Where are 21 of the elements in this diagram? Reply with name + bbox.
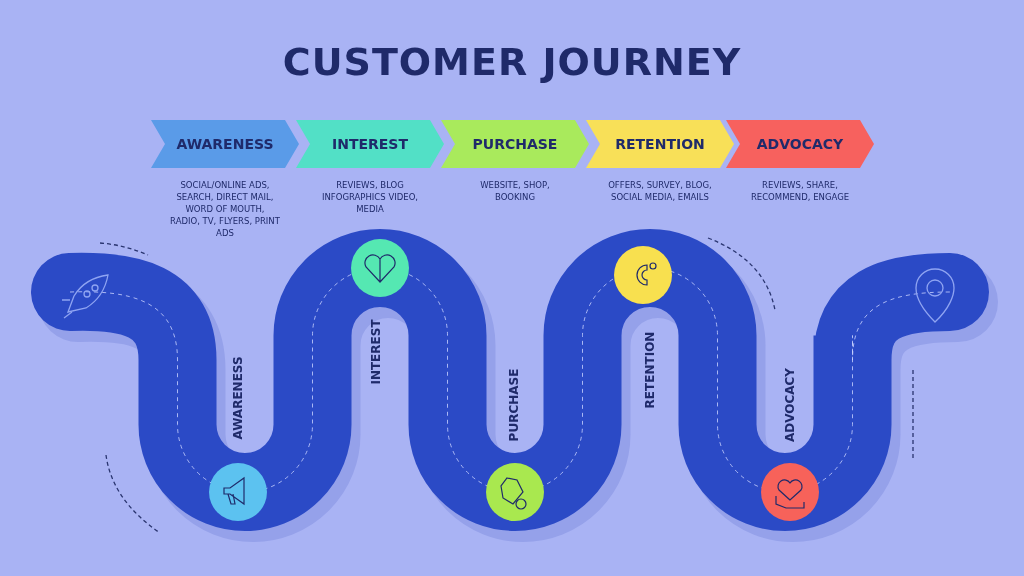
stage-description: WEBSITE, SHOP, BOOKING: [479, 179, 551, 203]
stage-banner: [296, 120, 444, 168]
stage-road-label: RETENTION: [643, 331, 657, 409]
stage-road-label: AWARENESS: [231, 356, 245, 440]
stage-description: REVIEWS, BLOG INFOGRAPHICS VIDEO, MEDIA: [320, 179, 420, 215]
title: CUSTOMER JOURNEY: [281, 40, 743, 84]
stage-banner: [726, 120, 874, 168]
stage-heading: AWARENESS: [176, 136, 274, 152]
stage-description: SOCIAL/ONLINE ADS, SEARCH, DIRECT MAIL, WORD OF MOUTH, RADIO, TV, FLYERS, PRINT ADS: [170, 179, 280, 239]
stage-road-label: ADVOCACY: [783, 367, 797, 443]
stage-road-label: INTEREST: [369, 319, 383, 385]
stage-banner: [151, 120, 299, 168]
stage-heading: RETENTION: [615, 136, 705, 152]
stage-banner: [441, 120, 589, 168]
stage-heading: ADVOCACY: [756, 136, 844, 152]
stage-heading: PURCHASE: [472, 136, 558, 152]
stage-description: REVIEWS, SHARE, RECOMMEND, ENGAGE: [749, 179, 851, 203]
stage-heading: INTEREST: [332, 136, 408, 152]
stage-banner: [586, 120, 734, 168]
stage-road-label: PURCHASE: [507, 368, 521, 442]
stage-description: OFFERS, SURVEY, BLOG, SOCIAL MEDIA, EMAILS: [607, 179, 713, 203]
